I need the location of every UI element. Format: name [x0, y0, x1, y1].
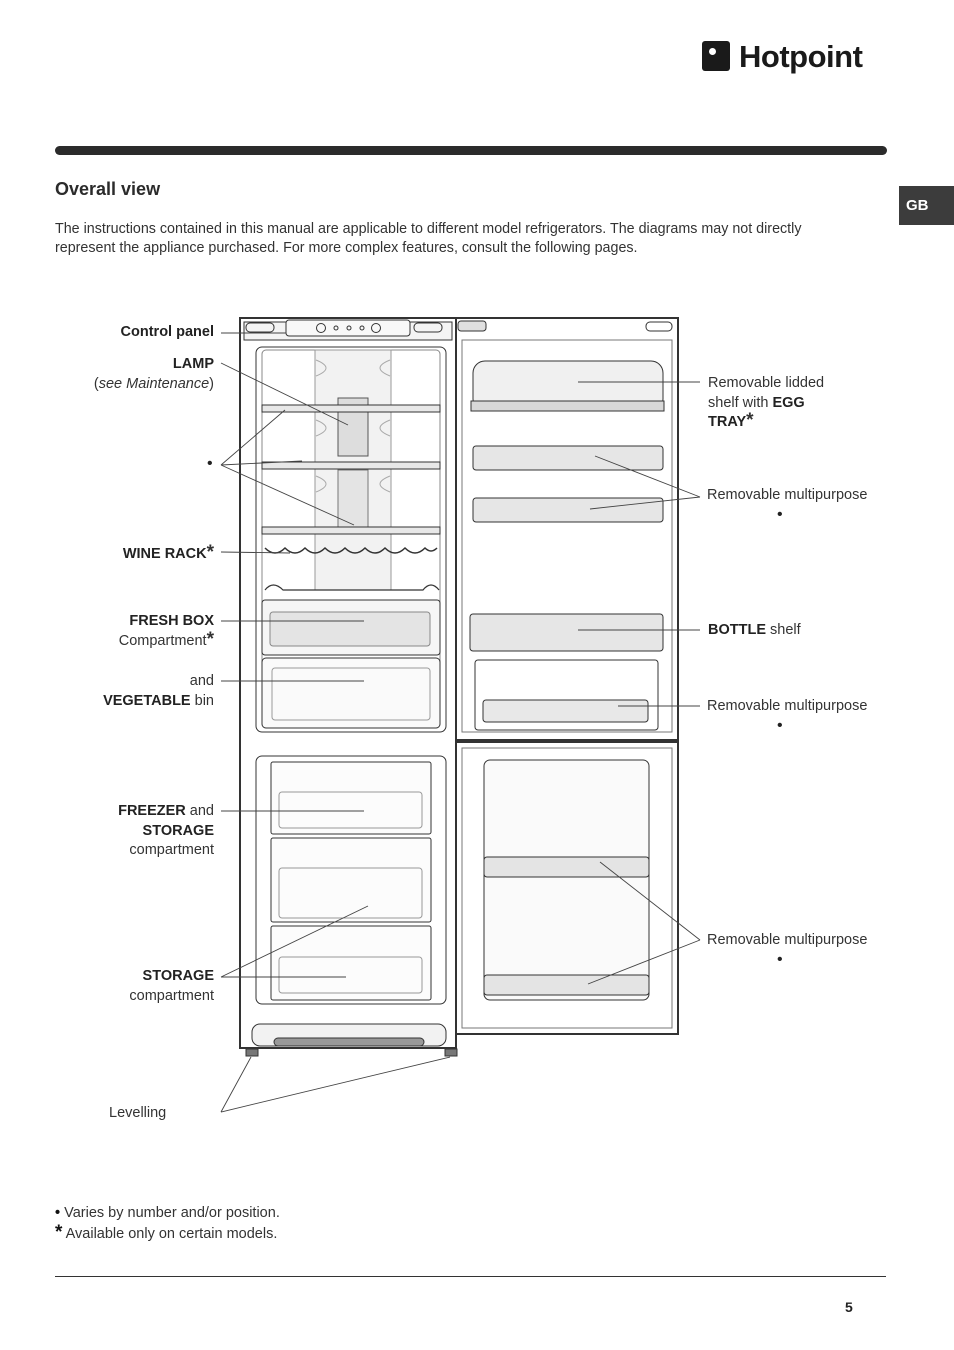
label-lamp: LAMP (see Maintenance)	[93, 356, 214, 392]
page-number: 5	[845, 1299, 853, 1315]
label-bottle-shelf: BOTTLE shelf	[708, 622, 801, 638]
header-rule	[55, 146, 887, 155]
section-title: Overall view	[55, 179, 161, 199]
language-tab: GB	[899, 186, 954, 225]
footnote-available: * Available only on certain models.	[55, 1222, 278, 1243]
label-multipurpose-upper-bullet: •	[777, 506, 783, 523]
fridge-door	[455, 317, 679, 741]
label-multipurpose-lower-bullet: •	[777, 717, 783, 734]
brand-logo: Hotpoint	[702, 36, 863, 76]
label-multipurpose-freezer-bullet: •	[777, 951, 783, 968]
freezer-door	[455, 741, 679, 1035]
leader-lines	[220, 332, 701, 1113]
label-multipurpose-freezer: Removable multipurpose	[707, 932, 868, 948]
label-wine-rack: WINE RACK*	[122, 542, 214, 563]
footnote-varies: • Varies by number and/or position.	[55, 1205, 280, 1221]
cabinet	[239, 317, 458, 1057]
label-control-panel: Control panel	[120, 324, 214, 340]
label-multipurpose-upper: Removable multipurpose	[707, 487, 868, 503]
label-shelves-bullet: •	[207, 455, 213, 472]
label-multipurpose-lower: Removable multipurpose	[707, 698, 868, 714]
footer-rule	[55, 1276, 886, 1277]
intro-paragraph: The instructions contained in this manua…	[55, 221, 802, 256]
hotpoint-logo-icon	[702, 41, 730, 71]
brand-name: Hotpoint	[739, 38, 863, 74]
label-levelling: Levelling	[109, 1105, 167, 1121]
